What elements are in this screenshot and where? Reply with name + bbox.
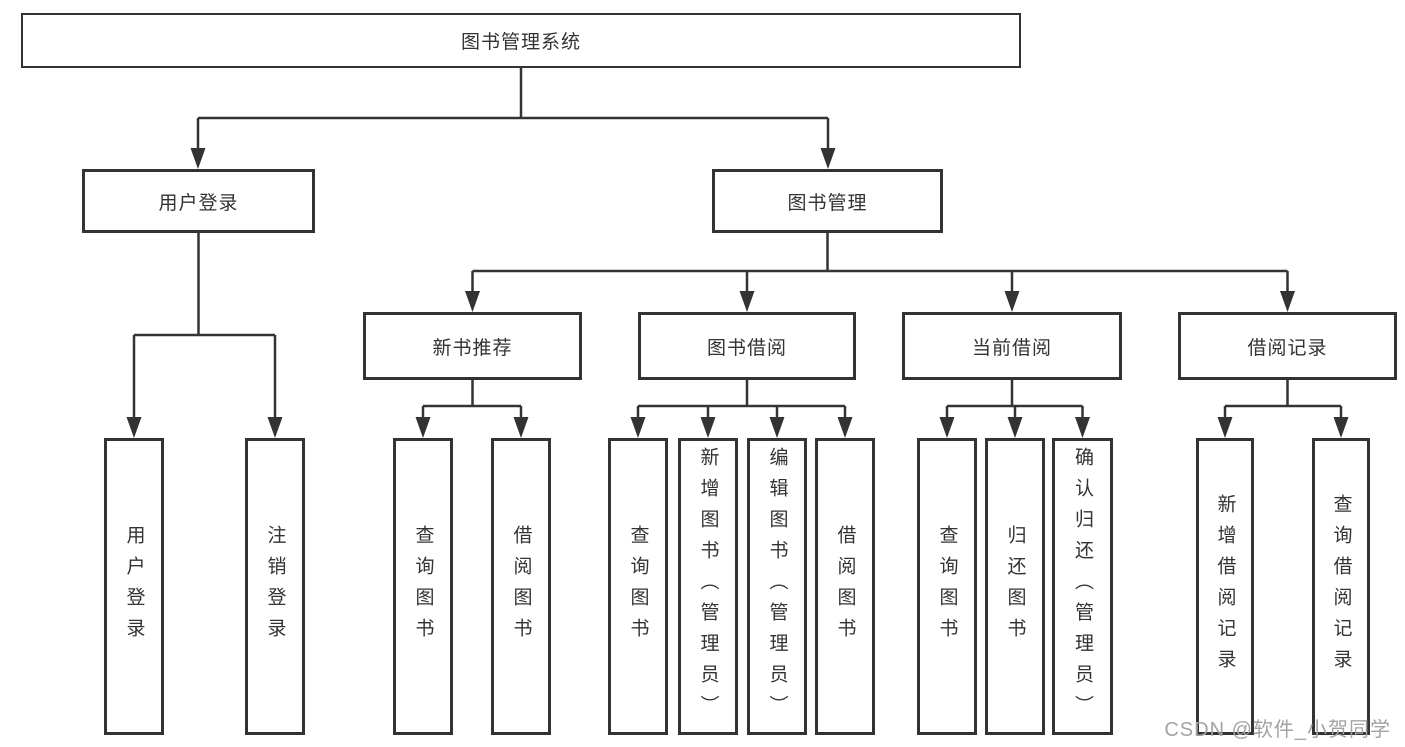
arrow-down-icon [739, 291, 755, 312]
leaf-query-books-borrow: 查询图书 [608, 438, 668, 735]
node-label: 新书推荐 [432, 337, 513, 359]
leaf-add-borrow-record: 新增借阅记录 [1196, 438, 1254, 735]
node-book-management: 图书管理 [712, 169, 943, 233]
node-library-system: 图书管理系统 [21, 13, 1021, 68]
arrow-down-icon [700, 417, 716, 438]
leaf-query-books-current: 查询图书 [917, 438, 977, 735]
arrow-down-icon [415, 417, 431, 438]
node-label: 用户登录 [158, 192, 239, 214]
leaf-label: 用户登录 [123, 524, 145, 649]
leaf-add-books-admin: 新增图书（管理员） [678, 438, 738, 735]
node-label: 借阅记录 [1247, 337, 1328, 359]
node-label: 当前借阅 [971, 337, 1052, 359]
node-label: 图书管理 [787, 192, 868, 214]
arrow-down-icon [630, 417, 646, 438]
arrow-down-icon [939, 417, 955, 438]
leaf-confirm-return-admin: 确认归还（管理员） [1052, 438, 1113, 735]
arrow-down-icon [267, 417, 283, 438]
leaf-query-borrow-record: 查询借阅记录 [1312, 438, 1370, 735]
leaf-borrow-books-recommend: 借阅图书 [491, 438, 551, 735]
leaf-label: 归还图书 [1004, 524, 1026, 649]
arrow-down-icon [837, 417, 853, 438]
arrow-down-icon [1007, 417, 1023, 438]
leaf-label: 查询图书 [936, 524, 958, 649]
node-book-borrow: 图书借阅 [638, 312, 856, 380]
arrow-down-icon [513, 417, 529, 438]
arrow-down-icon [190, 148, 206, 169]
csdn-watermark: CSDN @软件_小贺同学 [1164, 719, 1391, 741]
leaf-label: 编辑图书（管理员） [766, 447, 788, 726]
node-current-borrow: 当前借阅 [902, 312, 1122, 380]
leaf-label: 查询借阅记录 [1330, 493, 1352, 680]
arrow-down-icon [1075, 417, 1090, 438]
node-new-book-recommend: 新书推荐 [363, 312, 582, 380]
node-label: 图书借阅 [706, 337, 787, 359]
leaf-label: 查询图书 [412, 524, 434, 649]
leaf-label: 借阅图书 [510, 524, 532, 649]
leaf-label: 新增借阅记录 [1214, 493, 1236, 680]
arrow-down-icon [769, 417, 785, 438]
arrow-down-icon [820, 148, 836, 169]
arrow-down-icon [1333, 417, 1349, 438]
leaf-label: 注销登录 [264, 524, 286, 649]
arrow-down-icon [465, 291, 480, 312]
leaf-label: 确认归还（管理员） [1072, 447, 1093, 726]
node-label: 图书管理系统 [460, 32, 581, 53]
leaf-query-books-recommend: 查询图书 [393, 438, 453, 735]
leaf-edit-books-admin: 编辑图书（管理员） [747, 438, 807, 735]
arrow-down-icon [126, 417, 142, 438]
leaf-logout: 注销登录 [245, 438, 305, 735]
arrow-down-icon [1217, 417, 1233, 438]
leaf-label: 查询图书 [627, 524, 649, 649]
arrow-down-icon [1280, 291, 1295, 312]
leaf-borrow-books: 借阅图书 [815, 438, 875, 735]
leaf-return-books: 归还图书 [985, 438, 1045, 735]
node-user-login: 用户登录 [82, 169, 315, 233]
arrow-down-icon [1004, 291, 1020, 312]
node-borrow-records: 借阅记录 [1178, 312, 1397, 380]
leaf-user-login: 用户登录 [104, 438, 164, 735]
leaf-label: 借阅图书 [834, 524, 856, 649]
leaf-label: 新增图书（管理员） [697, 447, 719, 726]
